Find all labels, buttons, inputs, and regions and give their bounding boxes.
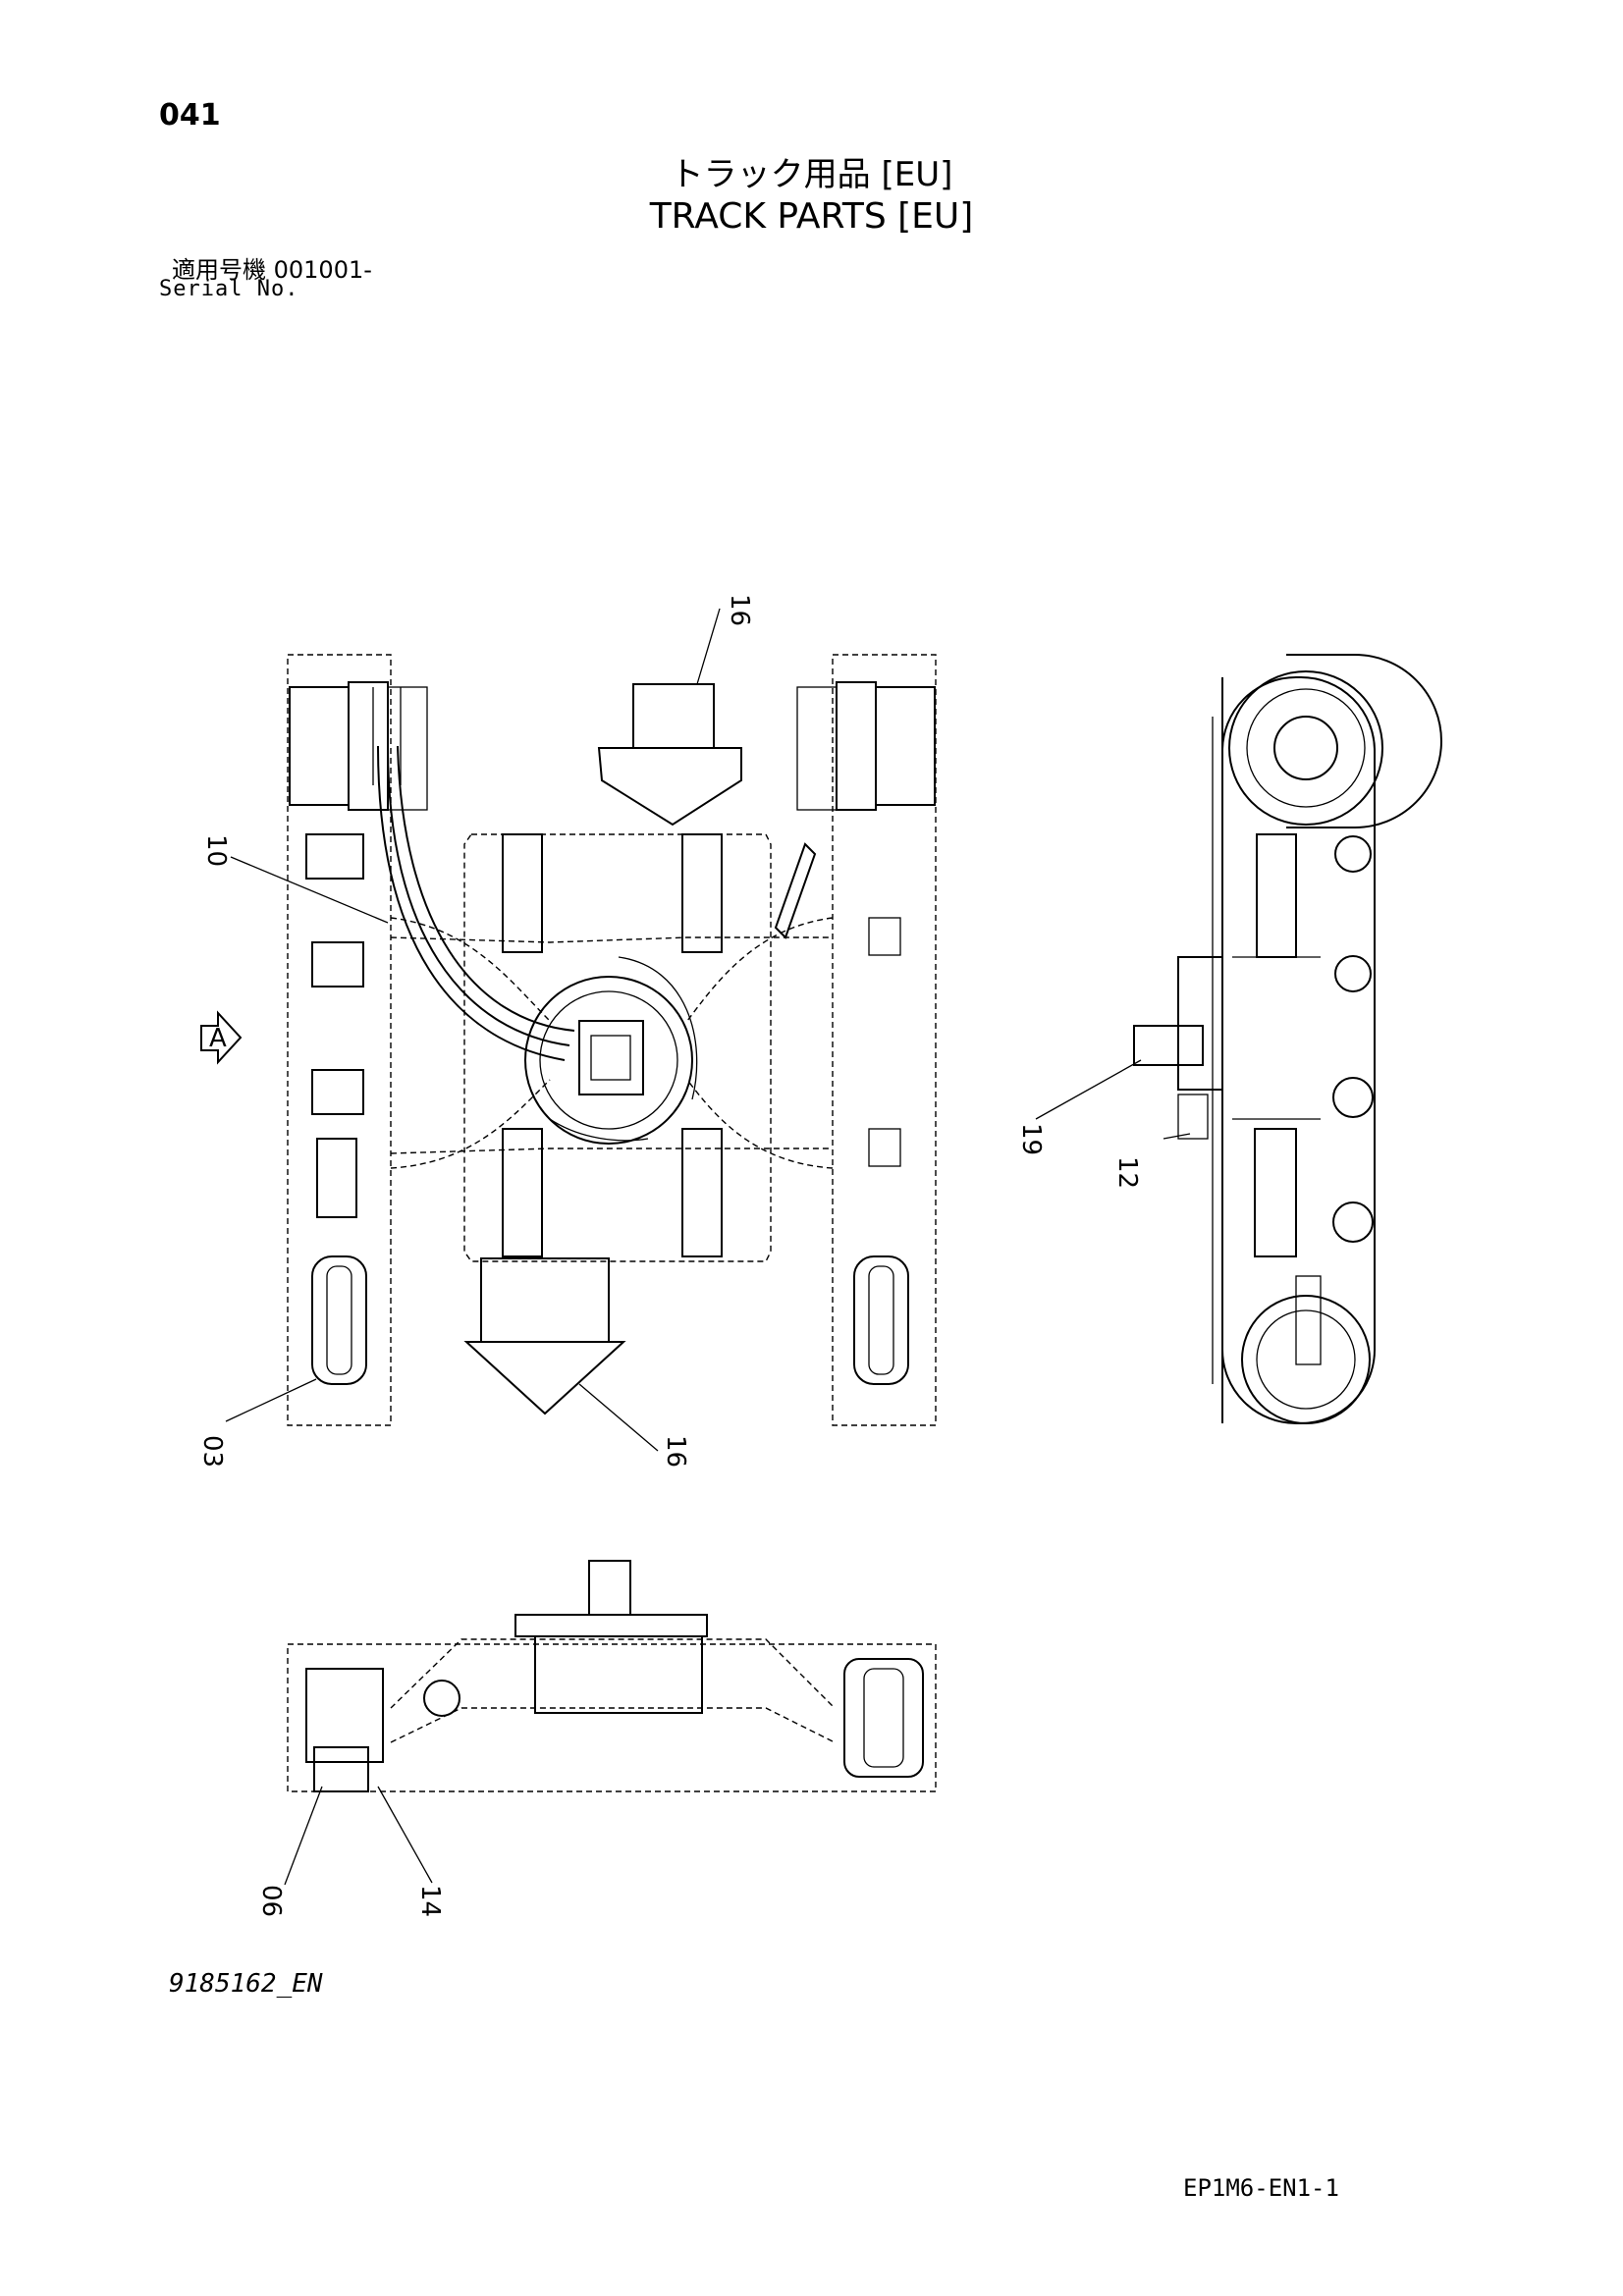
serial-label-japanese: 適用号機 001001-: [172, 256, 372, 284]
page-title-japanese: トラック用品 [EU]: [670, 155, 953, 194]
swing-bearing: [524, 976, 693, 1145]
page-title-english: TRACK PARTS [EU]: [649, 196, 974, 237]
svg-text:16: 16: [661, 1435, 690, 1468]
view-a-arrow: [200, 1010, 243, 1065]
svg-text:19: 19: [1016, 1123, 1046, 1155]
callout-06: 06: [256, 1885, 286, 1917]
callout-12: 12: [1112, 1156, 1142, 1189]
front-blade-top: [597, 747, 742, 827]
sprocket: [1228, 670, 1383, 826]
front-blade-bottom: [463, 1341, 626, 1415]
svg-text:16: 16: [725, 594, 754, 626]
right-track-outline: [832, 654, 937, 1426]
left-track-outline: [287, 654, 392, 1426]
front-view: 06 14: [256, 1560, 937, 1917]
idler-side: [1241, 1295, 1371, 1424]
svg-text:06: 06: [256, 1885, 286, 1917]
drawing-id: 9185162_EN: [169, 1969, 323, 1999]
front-view-outline: [287, 1643, 937, 1792]
callout-16-top: 16: [725, 594, 754, 626]
page-code: EP1M6-EN1-1: [1183, 2174, 1339, 2202]
view-a-label: A: [209, 1024, 227, 1053]
callout-14: 14: [415, 1885, 445, 1917]
center-frame-outline: [463, 833, 772, 1262]
top-view: A 16 10 03 16: [197, 594, 937, 1468]
svg-text:12: 12: [1112, 1156, 1142, 1189]
svg-text:03: 03: [197, 1435, 227, 1468]
page-number: 041: [159, 98, 221, 133]
side-view: 19 12: [1016, 654, 1442, 1424]
svg-text:14: 14: [415, 1885, 445, 1917]
callout-10: 10: [201, 834, 231, 867]
callout-16-bottom: 16: [661, 1435, 690, 1468]
serial-label-english: Serial No.: [159, 277, 299, 301]
svg-text:10: 10: [201, 834, 231, 867]
callout-19: 19: [1016, 1123, 1046, 1155]
callout-03: 03: [197, 1435, 227, 1468]
